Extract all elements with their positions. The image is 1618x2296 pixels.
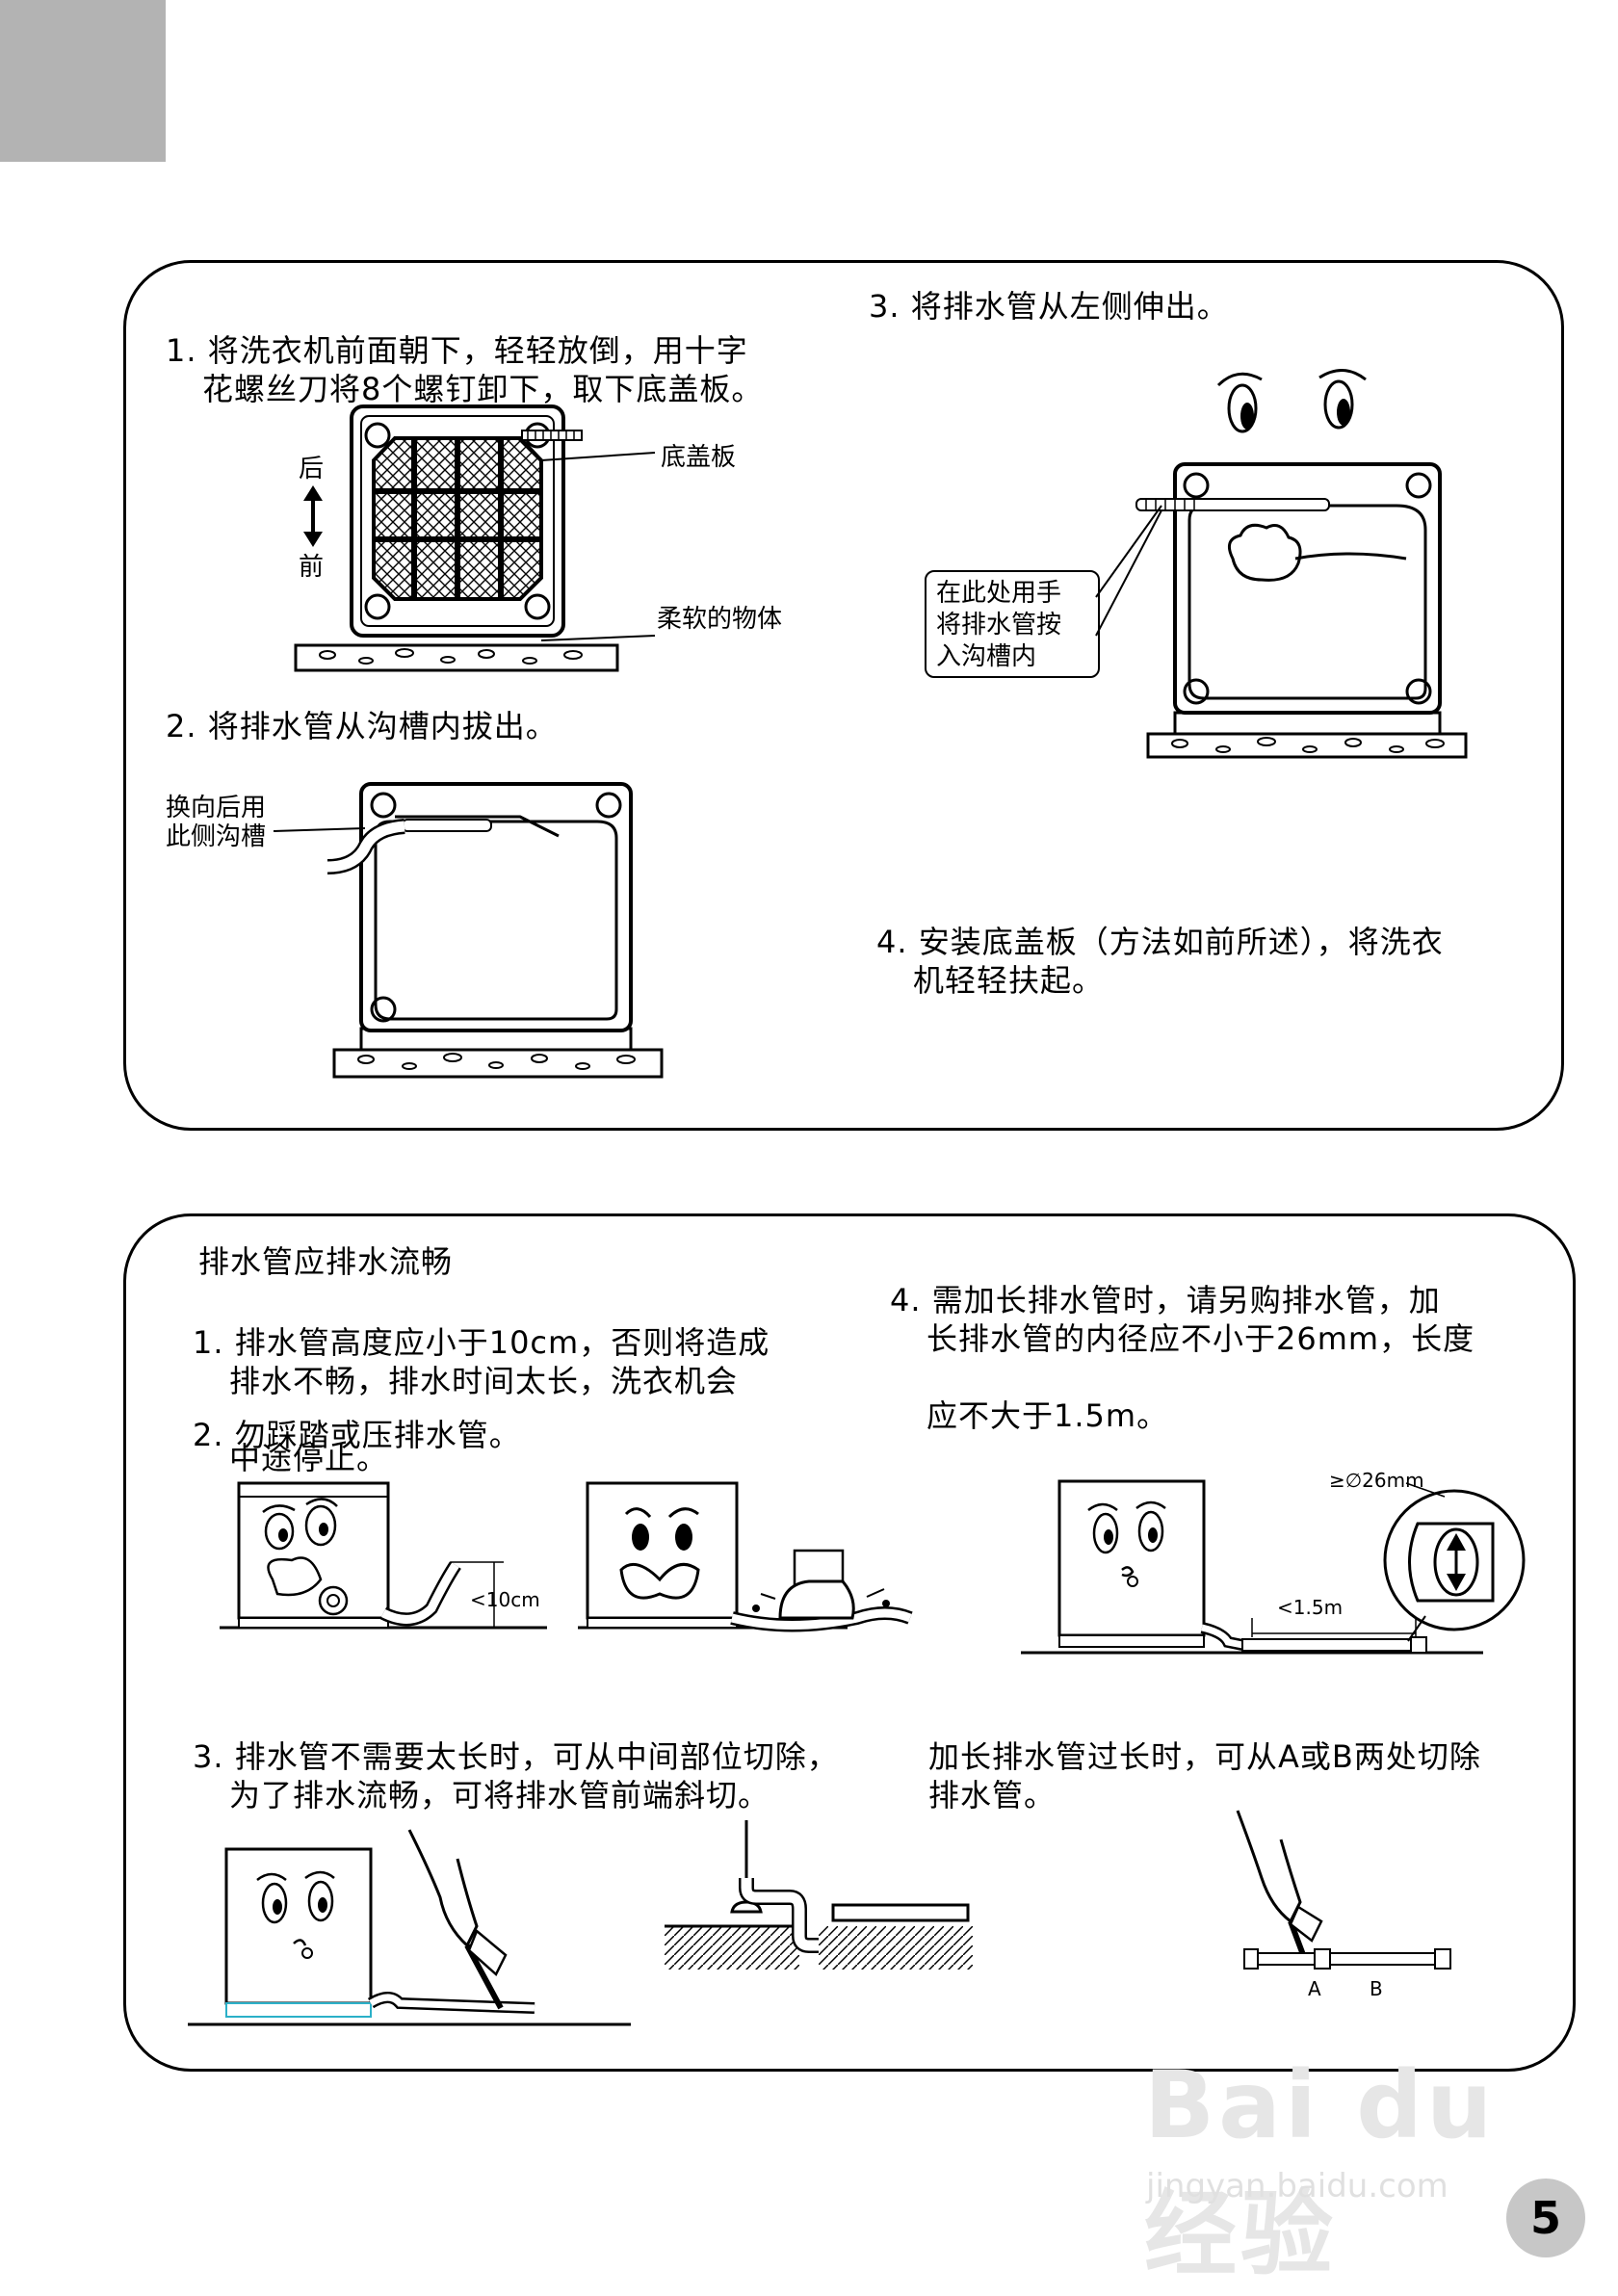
- cartoon-eyes-icon: [1216, 369, 1367, 433]
- step-4-line-2: 机轻轻扶起。: [913, 962, 1105, 999]
- figure-reroute-hose: [1135, 369, 1468, 759]
- callout-line-fig3: [1095, 505, 1162, 637]
- label-height-limit: <10cm: [470, 1588, 540, 1611]
- step-2-text: 2. 将排水管从沟槽内拔出。: [166, 708, 558, 744]
- label-diameter: ≥∅26mm: [1329, 1469, 1424, 1492]
- calm-face-icon: [1087, 1500, 1166, 1587]
- step-1-line-2: 花螺丝刀将8个螺钉卸下，取下底盖板。: [202, 371, 764, 407]
- angry-face-icon: [619, 1507, 700, 1600]
- drain-item-4-line-1: 4. 需加长排水管时，请另购排水管，加: [890, 1282, 1441, 1318]
- drain-item-1-line-2: 排水不畅，排水时间太长，洗衣机会: [229, 1363, 739, 1399]
- watermark-logo: Bai du 经验: [1144, 2051, 1497, 2288]
- figure-height-limit: [220, 1481, 547, 1630]
- label-back: 后: [299, 455, 325, 483]
- callout-other-groove: 换向后用 此侧沟槽: [166, 794, 267, 851]
- drain-item-cut-line-2: 排水管。: [928, 1777, 1057, 1813]
- figure-cut-hose: [188, 1829, 631, 2026]
- label-bottom-cover: 底盖板: [661, 443, 737, 472]
- page-number: 5: [1506, 2179, 1585, 2257]
- step-3-text: 3. 将排水管从左侧伸出。: [869, 288, 1229, 325]
- drain-item-4: 4. 需加长排水管时，请另购排水管，加 长排水管的内径应不小于26mm，长度 应…: [890, 1242, 1474, 1474]
- drain-item-3: 3. 排水管不需要太长时，可从中间部位切除， 为了排水流畅，可将排水管前端斜切。: [193, 1699, 839, 1853]
- figure-bottom-cover: [294, 404, 656, 672]
- hand-icon: [1227, 523, 1407, 582]
- step-4-line-1: 4. 安装底盖板（方法如前所述），将洗衣: [876, 924, 1444, 960]
- knife-hand-icon: [1236, 1810, 1323, 1962]
- label-front: 前: [299, 553, 325, 582]
- figure-extension-hose: [1021, 1479, 1526, 1655]
- drain-item-1-line-3: 中途停止。: [229, 1440, 389, 1476]
- callout-press-into-groove: 在此处用手 将排水管按 入沟槽内: [936, 579, 1062, 671]
- drain-item-4-line-3: 应不大于1.5m。: [926, 1397, 1169, 1434]
- drain-item-4-line-2: 长排水管的内径应不小于26mm，长度: [926, 1320, 1475, 1357]
- knife-hand-icon: [407, 1829, 508, 2010]
- figure-pull-hose: [326, 782, 664, 1079]
- figure-cut-ab: [1236, 1810, 1451, 1970]
- shoe-icon: [752, 1549, 890, 1620]
- label-cut-a: A: [1308, 1977, 1321, 2000]
- drain-item-3-line-1: 3. 排水管不需要太长时，可从中间部位切除，: [193, 1738, 839, 1775]
- watermark-url: jingyan.baidu.com: [1146, 2167, 1448, 2205]
- front-back-arrow-icon: [303, 485, 323, 547]
- label-max-length: <1.5m: [1277, 1596, 1344, 1619]
- step-1-text: 1. 将洗衣机前面朝下，轻轻放倒，用十字 花螺丝刀将8个螺钉卸下，取下底盖板。: [166, 293, 763, 447]
- step-4-text: 4. 安装底盖板（方法如前所述），将洗衣 机轻轻扶起。: [876, 884, 1444, 1038]
- drain-item-cut-line-1: 加长排水管过长时，可从A或B两处切除: [928, 1738, 1481, 1775]
- corner-tab: [0, 0, 166, 162]
- worried-face-icon: [262, 1498, 349, 1616]
- drain-item-cut: 加长排水管过长时，可从A或B两处切除 排水管。: [928, 1699, 1481, 1853]
- drain-item-2: 2. 勿踩踏或压排水管。: [193, 1417, 521, 1453]
- drain-item-1-line-1: 1. 排水管高度应小于10cm，否则将造成: [193, 1324, 770, 1361]
- callout-box-fig3: [925, 570, 1100, 678]
- figure-do-not-step: [578, 1481, 913, 1632]
- face-icon: [256, 1870, 335, 1959]
- figure-slant-cut: [665, 1820, 973, 1970]
- label-cut-b: B: [1370, 1977, 1383, 2000]
- label-soft-object: 柔软的物体: [657, 605, 783, 634]
- drain-item-3-line-2: 为了排水流畅，可将排水管前端斜切。: [229, 1777, 770, 1813]
- drain-item-1: 1. 排水管高度应小于10cm，否则将造成 排水不畅，排水时间太长，洗衣机会 中…: [193, 1285, 770, 1516]
- step-1-line-1: 1. 将洗衣机前面朝下，轻轻放倒，用十字: [166, 332, 748, 369]
- callout-line-fig2: [273, 827, 366, 832]
- drain-heading: 排水管应排水流畅: [198, 1243, 454, 1280]
